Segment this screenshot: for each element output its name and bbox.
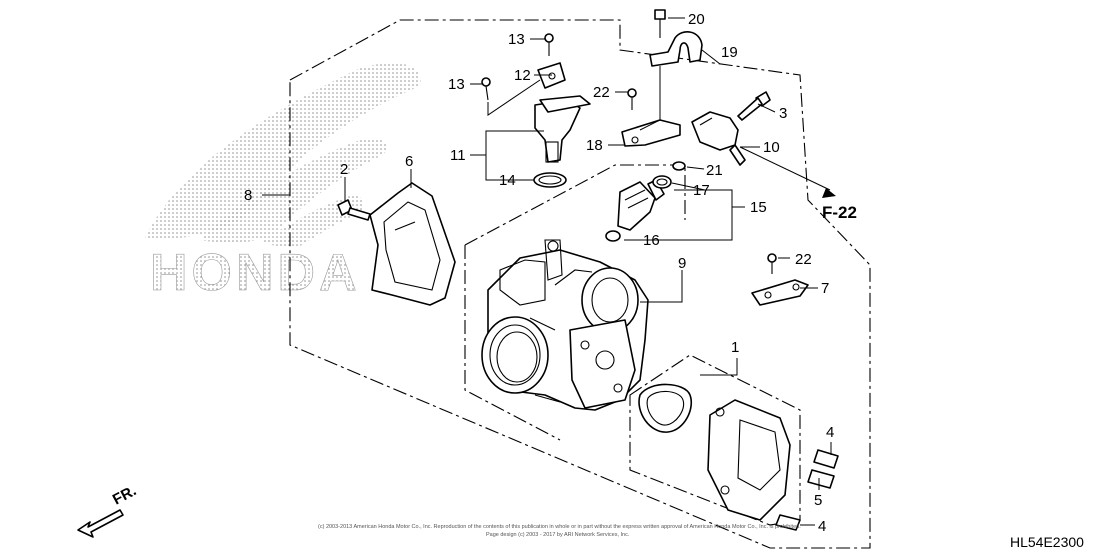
screw-13-left-part[interactable] [481,77,491,101]
callout-9: 9 [678,255,686,272]
reference-f22-label[interactable]: F-22 [822,203,857,222]
bolt-4-lower-part[interactable] [775,514,801,531]
diagram-code: HL54E2300 [1010,534,1084,550]
callout-11: 11 [450,147,466,164]
copyright-line-1: (c) 2003-2013 American Honda Motor Co., … [318,524,801,530]
callout-3: 3 [779,105,787,122]
injector-15-part[interactable] [617,179,665,231]
callout-8: 8 [244,187,252,204]
callout-15: 15 [750,199,767,216]
sensor-unit-1-part[interactable] [707,399,791,521]
o-ring-21-part[interactable] [672,161,686,171]
sensor-11-part[interactable] [534,95,591,163]
callout-12: 12 [514,67,531,84]
bolt-3-part[interactable] [737,91,771,121]
plate-7-part[interactable] [751,279,809,306]
reference-arrow [822,188,836,198]
callout-2: 2 [340,161,348,178]
callout-19: 19 [721,44,738,61]
seal-17-part[interactable] [652,175,672,189]
throttle-body-part[interactable] [481,239,649,411]
callout-13-left: 13 [448,76,465,93]
callout-17: 17 [693,182,710,199]
callout-1: 1 [731,339,739,356]
screw-13-top-part[interactable] [544,33,554,56]
clamp-19-part[interactable] [649,31,703,67]
callout-4-upper: 4 [826,424,834,441]
callout-7: 7 [821,280,829,297]
callout-10: 10 [763,139,780,156]
callout-21: 21 [706,162,723,179]
gasket-part[interactable] [638,383,692,433]
callout-22-lower: 22 [795,251,812,268]
callout-13-top: 13 [508,31,525,48]
callout-20: 20 [688,11,705,28]
assembly-outline-throttle-body-main [464,245,561,441]
honda-brand-watermark: HONDA [150,244,361,302]
sensor-10-part[interactable] [691,111,746,166]
bracket-18-part[interactable] [621,119,681,147]
callout-14: 14 [499,172,516,189]
bolt-20-part[interactable] [654,9,666,38]
o-ring-14-part[interactable] [533,172,567,188]
callout-18: 18 [586,137,603,154]
callout-5: 5 [814,492,822,509]
front-direction-arrow-icon [77,509,124,538]
bolt-22-top-part[interactable] [627,88,637,110]
leader-lines [262,17,832,526]
sensor-cover-part[interactable] [369,182,456,306]
seal-16-part[interactable] [605,230,621,242]
callout-16: 16 [643,232,660,249]
callout-4-lower: 4 [818,518,826,535]
screw-22-lower-part[interactable] [767,253,777,274]
copyright-line-2: Page design (c) 2003 - 2017 by ARI Netwo… [486,532,630,538]
assembly-outline-throttle-body [289,19,871,549]
front-direction-label: FR. [110,482,139,508]
bolt-4-upper-part[interactable] [813,449,839,469]
callout-22-top: 22 [593,84,610,101]
callout-6: 6 [405,153,413,170]
bolt-5-part[interactable] [807,469,835,489]
assembly-outline-injector [464,164,686,246]
